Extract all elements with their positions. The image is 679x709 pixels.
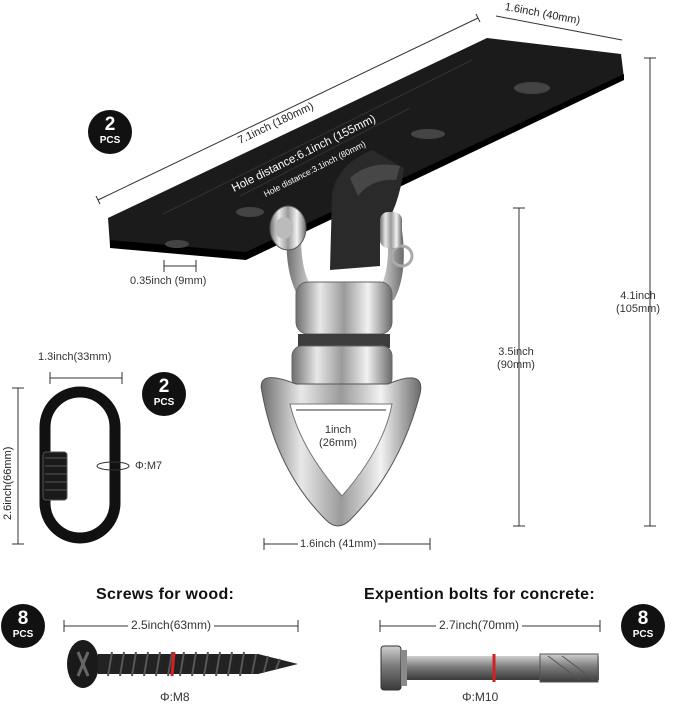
expansion-bolt <box>380 645 599 691</box>
plate-hole <box>165 240 189 248</box>
swivel-height-in: 3.5inch <box>498 346 534 358</box>
ring-inner-mm: (26mm) <box>319 437 357 449</box>
hook-quantity-badge: 2 PCS <box>88 110 132 154</box>
carabiner-quantity-badge: 2 PCS <box>142 372 186 416</box>
carabiner-thread-label: Φ:M7 <box>135 460 163 472</box>
bolt-thread-label: Φ:M10 <box>462 690 499 704</box>
swivel-body <box>291 281 393 389</box>
swivel-ring <box>260 377 422 527</box>
ring-inner-label: 1inch (26mm) <box>310 424 366 450</box>
badge-qty: 8 <box>637 608 649 629</box>
carabiner-width-label: 1.3inch(33mm) <box>38 351 112 363</box>
screws-quantity-badge: 8 PCS <box>1 604 45 648</box>
thread-marker <box>170 651 176 677</box>
badge-unit: PCS <box>632 629 654 640</box>
mounting-plate <box>108 38 624 260</box>
badge-qty: 2 <box>158 376 170 397</box>
bolts-heading: Expention bolts for concrete: <box>364 586 595 603</box>
carabiner-height-label: 2.6inch(66mm) <box>2 446 14 520</box>
total-height-label: 4.1inch (105mm) <box>610 290 666 316</box>
quick-link-carabiner <box>39 386 130 544</box>
swivel-height-mm: (90mm) <box>497 359 535 371</box>
screws-heading: Screws for wood: <box>96 586 235 603</box>
plate-hole <box>411 129 445 139</box>
badge-unit: PCS <box>153 397 175 408</box>
screw-length-label: 2.5inch(63mm) <box>128 619 215 632</box>
bolt-length-label: 2.7inch(70mm) <box>436 619 523 632</box>
plate-hole <box>236 207 264 217</box>
ring-width-label: 1.6inch (41mm) <box>298 538 379 551</box>
hole-diameter-label: 0.35inch (9mm) <box>130 275 207 287</box>
badge-qty: 8 <box>17 608 29 629</box>
badge-unit: PCS <box>12 629 34 640</box>
badge-qty: 2 <box>104 114 116 135</box>
total-height-mm: (105mm) <box>615 303 660 315</box>
total-height-in: 4.1inch <box>620 290 656 302</box>
ring-inner-in: 1inch <box>324 424 352 436</box>
plate-hole <box>514 82 550 94</box>
bolts-quantity-badge: 8 PCS <box>621 604 665 648</box>
screw-thread-label: Φ:M8 <box>160 690 190 704</box>
swivel-height-label: 3.5inch (90mm) <box>488 346 544 372</box>
badge-unit: PCS <box>99 135 121 146</box>
swivel-bracket <box>330 150 404 270</box>
wood-screw <box>67 640 298 688</box>
